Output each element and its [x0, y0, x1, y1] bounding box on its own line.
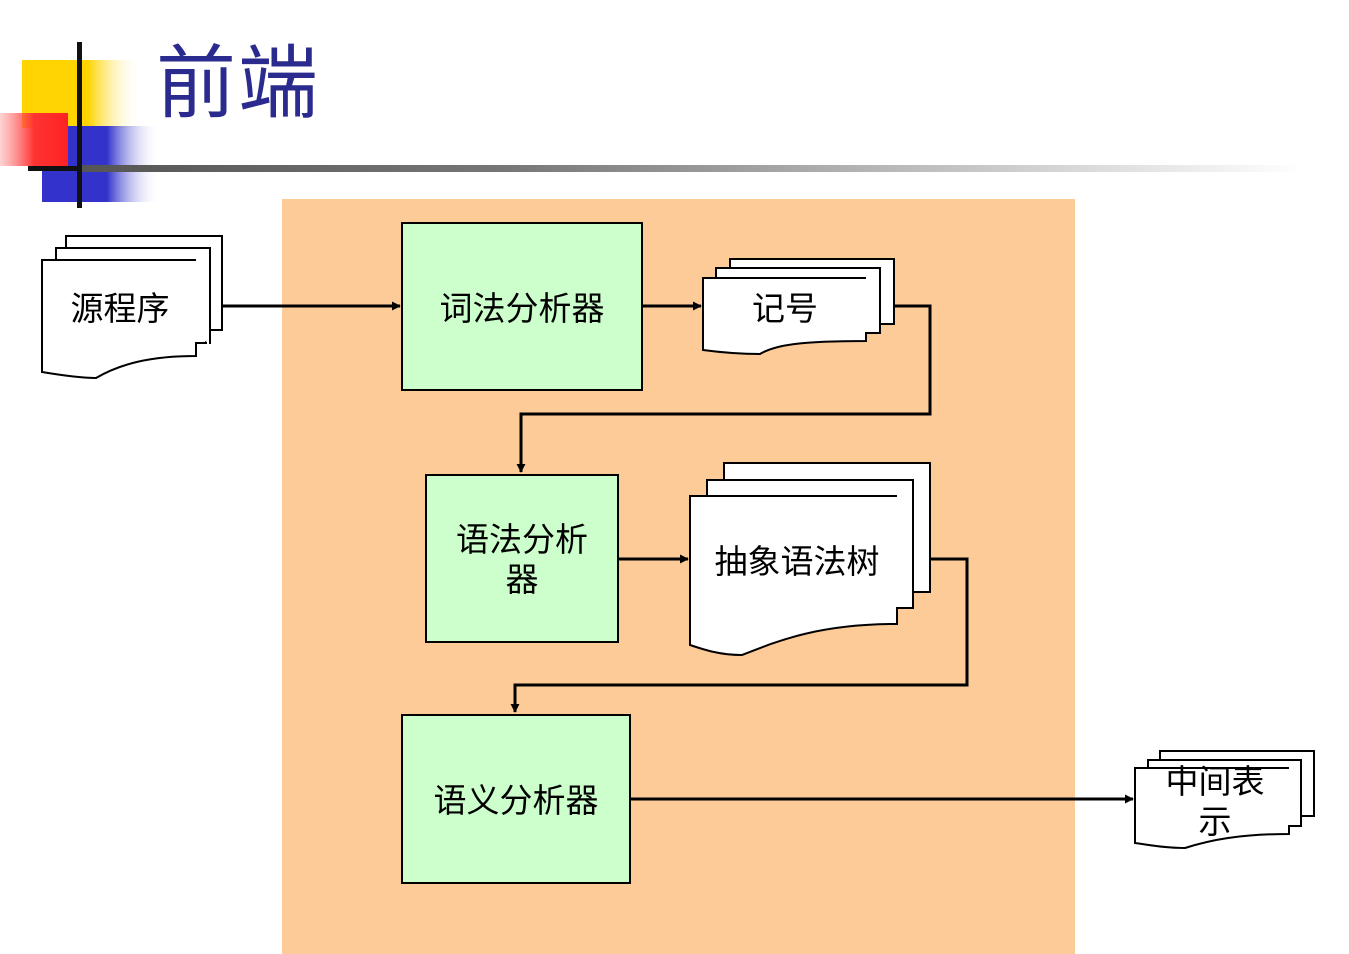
semantic-box: [401, 714, 631, 884]
source-program-doc: [41, 235, 223, 380]
ir-label-line2: 示: [1198, 801, 1232, 841]
frontend-panel: [282, 199, 1075, 954]
title-underline: [82, 165, 1302, 172]
ast-doc: [689, 462, 931, 657]
page-title: 前端: [156, 37, 320, 130]
ir-doc: [1134, 750, 1315, 850]
parser-label-line1: 语法分析: [456, 520, 588, 559]
ast-label: 抽象语法树: [714, 542, 880, 581]
source-program-label: 源程序: [70, 289, 170, 328]
ir-label: 中间表 示: [1140, 762, 1290, 841]
ir-label-line1: 中间表: [1165, 762, 1265, 801]
semantic-label: 语义分析器: [433, 781, 599, 820]
parser-label: 语法分析 器: [426, 520, 618, 599]
arrow-ast-to-semantic: [510, 557, 969, 713]
tokens-doc: [702, 258, 895, 356]
lexer-box: [401, 222, 643, 391]
parser-label-line2: 器: [505, 559, 539, 599]
lexer-label: 词法分析器: [439, 289, 605, 328]
arrow-tokens-to-parser: [516, 304, 932, 473]
title-decoration: [0, 42, 160, 208]
tokens-label: 记号: [752, 289, 818, 328]
